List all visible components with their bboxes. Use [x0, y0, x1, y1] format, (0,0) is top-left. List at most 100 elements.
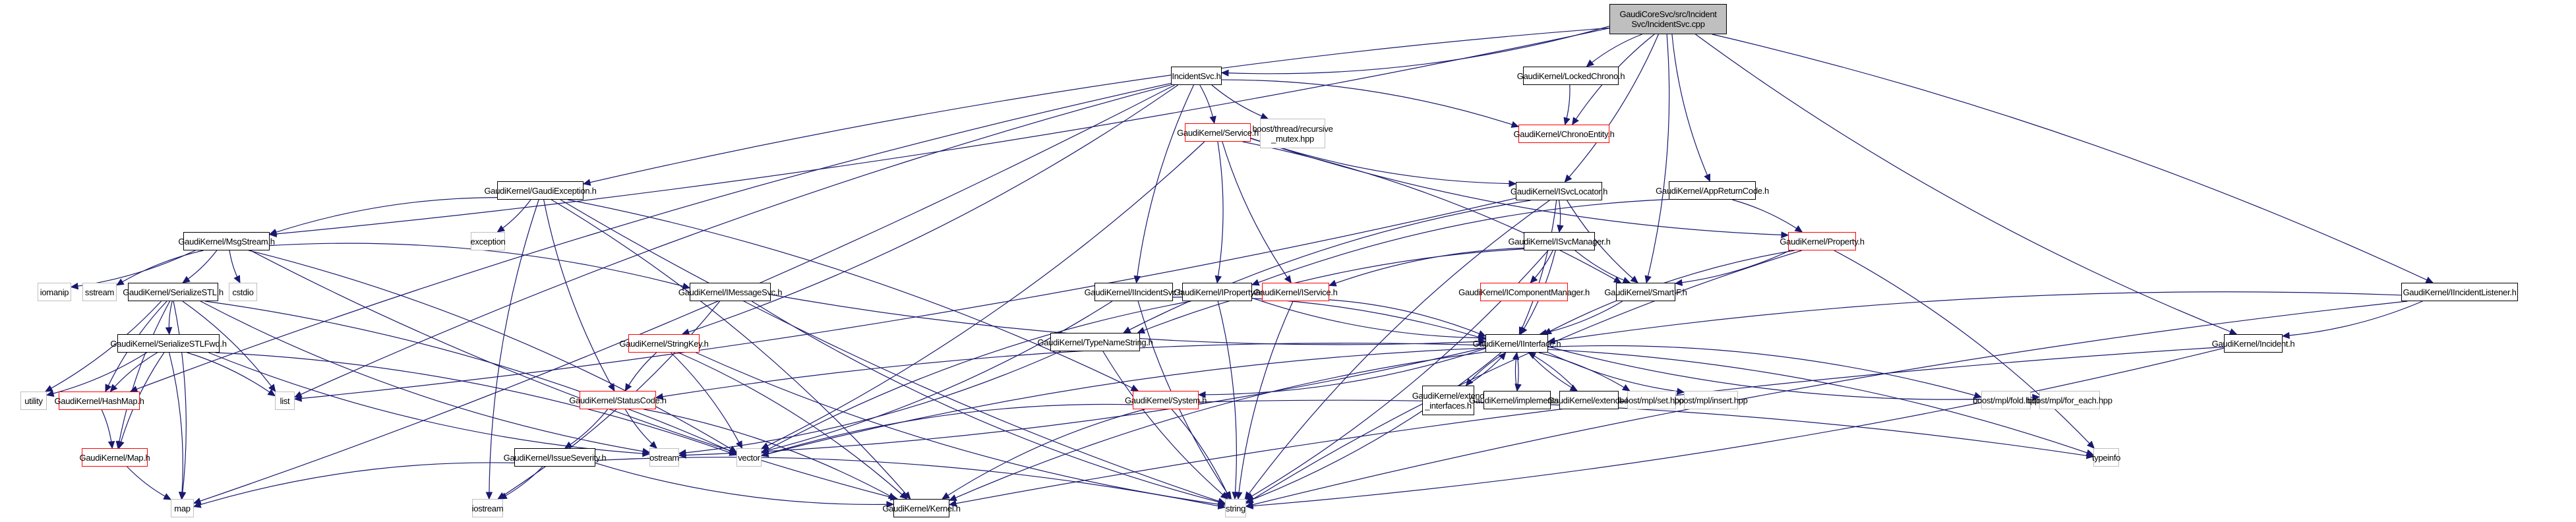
- edge-root-to-incidentsvc-h: [1221, 26, 1610, 74]
- arrowhead-icon: [2087, 440, 2095, 449]
- graph-node-map[interactable]: map: [171, 499, 194, 517]
- edge-root-to-incident: [1695, 34, 2237, 335]
- graph-node-iostream[interactable]: iostream: [472, 499, 504, 517]
- graph-node-imessagesvc[interactable]: GaudiKernel/IMessageSvc.h: [678, 283, 782, 301]
- arrowhead-icon: [1478, 330, 1487, 337]
- graph-node-string[interactable]: string: [1225, 499, 1246, 517]
- arrowhead-icon: [2425, 276, 2434, 283]
- arrowhead-icon: [115, 278, 125, 286]
- graph-node-statuscode[interactable]: GaudiKernel/StatusCode.h: [569, 391, 667, 409]
- graph-node-extend-interfaces[interactable]: GaudiKernel/extend _interfaces.h: [1412, 386, 1485, 415]
- graph-node-issueseverity[interactable]: GaudiKernel/IssueSeverity.h: [504, 448, 607, 467]
- graph-node-implements[interactable]: GaudiKernel/implements.h: [1469, 391, 1565, 409]
- graph-node-system[interactable]: GaudiKernel/System.h: [1125, 391, 1207, 409]
- arrowhead-icon: [1586, 59, 1594, 67]
- graph-node-lockedchrono[interactable]: GaudiKernel/LockedChrono.h: [1517, 67, 1625, 85]
- graph-node-appreturncode[interactable]: GaudiKernel/AppReturnCode.h: [1656, 181, 1769, 200]
- arrowhead-icon: [1245, 502, 1253, 509]
- edge-root-to-gaudiexception: [583, 27, 1610, 185]
- graph-node-isvclocator[interactable]: GaudiKernel/ISvcLocator.h: [1511, 182, 1607, 200]
- arrowhead-icon: [1973, 392, 1983, 399]
- graph-node-cstdio[interactable]: cstdio: [229, 283, 257, 301]
- graph-node-iincidentlistener[interactable]: GaudiKernel/IIncidentListener.h: [2401, 283, 2518, 301]
- graph-node-gaudiexception[interactable]: GaudiKernel/GaudiException.h: [484, 181, 597, 200]
- graph-node-icomponentmanager[interactable]: GaudiKernel/IComponentManager.h: [1458, 283, 1590, 301]
- graph-node-msgstream[interactable]: GaudiKernel/MsgStream.h: [178, 232, 275, 250]
- edge-isvclocator-to-string: [1244, 200, 1550, 500]
- graph-node-utility[interactable]: utility: [20, 392, 47, 410]
- graph-node-mpl-insert[interactable]: boost/mpl/insert.hpp: [1674, 391, 1748, 409]
- edge-system-to-kernel: [942, 409, 1145, 500]
- edge-statuscode-to-kernel: [644, 409, 896, 500]
- arrowhead-icon: [163, 493, 172, 500]
- graph-node-mpl-set[interactable]: boost/mpl/set.hpp: [1619, 391, 1684, 409]
- arrowhead-icon: [1676, 388, 1685, 395]
- graph-node-serializestlfwd[interactable]: GaudiKernel/SerializeSTLFwd.h: [110, 334, 227, 353]
- edge-incidentsvc-h-to-map: [193, 84, 1175, 504]
- edge-iinterface-to-extends: [1528, 352, 1578, 392]
- arrowhead-icon: [1498, 352, 1507, 361]
- graph-node-list[interactable]: list: [275, 392, 295, 410]
- arrowhead-icon: [886, 501, 895, 508]
- edge-issueseverity-to-string: [595, 457, 1226, 508]
- edge-gaudiexception-to-kernel: [551, 199, 911, 500]
- graph-node-iincidentsvc[interactable]: GaudiKernel/IIncidentSvc.h: [1085, 283, 1183, 301]
- edge-imessagesvc-to-string: [751, 301, 1226, 504]
- edge-serializestl-to-utility: [45, 301, 162, 392]
- edge-serializestl-to-map-h: [117, 301, 171, 449]
- arrowhead-icon: [1465, 378, 1474, 386]
- graph-node-extends[interactable]: GaudiKernel/extends.h: [1547, 391, 1631, 409]
- edge-gaudiexception-to-iostream: [489, 199, 539, 500]
- edge-iinterface-to-typeinfo: [1547, 349, 2094, 455]
- arrowhead-icon: [182, 276, 191, 283]
- graph-node-ostream[interactable]: ostream: [649, 448, 679, 467]
- arrowhead-icon: [105, 384, 112, 393]
- arrowhead-icon: [233, 275, 241, 284]
- graph-node-root[interactable]: GaudiCoreSvc/src/Incident Svc/IncidentSv…: [1609, 4, 1727, 34]
- graph-node-iomanip[interactable]: iomanip: [38, 283, 71, 301]
- graph-node-mpl-for-each[interactable]: boost/mpl/for_each.hpp: [2027, 391, 2112, 409]
- edge-gaudiexception-to-system: [568, 199, 1139, 392]
- arrowhead-icon: [1284, 275, 1292, 283]
- edge-statuscode-to-ostream: [624, 409, 657, 449]
- arrowhead-icon: [1511, 121, 1520, 128]
- arrowhead-icon: [1781, 231, 1789, 239]
- graph-node-iproperty[interactable]: GaudiKernel/IProperty.h: [1174, 283, 1261, 301]
- graph-node-typenamestring[interactable]: GaudiKernel/TypeNameString.h: [1037, 333, 1153, 351]
- graph-node-kernel[interactable]: GaudiKernel/Kernel.h: [882, 499, 961, 517]
- edge-property-to-iinterface: [1544, 250, 1795, 335]
- graph-node-map-h[interactable]: GaudiKernel/Map.h: [80, 448, 150, 467]
- graph-node-iservice[interactable]: GaudiKernel/IService.h: [1253, 283, 1338, 301]
- graph-node-incidentsvc-h[interactable]: IncidentSvc.h: [1171, 67, 1222, 85]
- graph-node-smartif[interactable]: GaudiKernel/SmartIF.h: [1604, 283, 1687, 301]
- graph-node-mpl-fold[interactable]: boost/mpl/fold.hpp: [1973, 391, 2039, 409]
- edge-service-to-iproperty: [1216, 141, 1224, 283]
- graph-node-incident[interactable]: GaudiKernel/Incident.h: [2212, 334, 2295, 353]
- arrowhead-icon: [70, 282, 79, 290]
- graph-node-stringkey[interactable]: GaudiKernel/StringKey.h: [619, 334, 709, 353]
- graph-node-serializestl[interactable]: GaudiKernel/SerializeSTL.h: [123, 283, 224, 301]
- graph-node-sstream[interactable]: sstream: [82, 283, 117, 301]
- graph-node-service[interactable]: GaudiKernel/Service.h: [1177, 123, 1259, 142]
- edge-stringkey-to-vector: [671, 352, 743, 449]
- edge-serializestlfwd-to-map: [169, 352, 183, 500]
- edge-isvclocator-to-iinterface: [1518, 200, 1557, 335]
- graph-node-property[interactable]: GaudiKernel/Property.h: [1780, 232, 1865, 250]
- edge-serializestl-to-vector: [205, 301, 737, 455]
- graph-node-iinterface[interactable]: GaudiKernel/IInterface.h: [1473, 334, 1561, 353]
- graph-node-chronoentity[interactable]: GaudiKernel/ChronoEntity.h: [1513, 125, 1615, 143]
- arrowhead-icon: [267, 389, 276, 397]
- edge-appreturncode-to-property: [1732, 199, 1803, 233]
- arrowhead-icon: [649, 441, 658, 449]
- graph-node-hashmap[interactable]: GaudiKernel/HashMap.h: [54, 392, 144, 410]
- arrowhead-icon: [1564, 174, 1573, 183]
- arrowhead-icon: [1223, 491, 1230, 500]
- graph-node-vector[interactable]: vector: [736, 448, 762, 467]
- graph-node-boost-mutex[interactable]: boost/thread/recursive _mutex.hpp: [1252, 119, 1333, 148]
- edge-smartif-to-iinterface: [1540, 301, 1623, 335]
- graph-node-exception[interactable]: exception: [471, 232, 506, 250]
- graph-node-isvcmanager[interactable]: GaudiKernel/ISvcManager.h: [1508, 232, 1611, 250]
- graph-node-typeinfo[interactable]: typeinfo: [2092, 448, 2120, 467]
- edge-iservice-to-iinterface: [1329, 299, 1486, 337]
